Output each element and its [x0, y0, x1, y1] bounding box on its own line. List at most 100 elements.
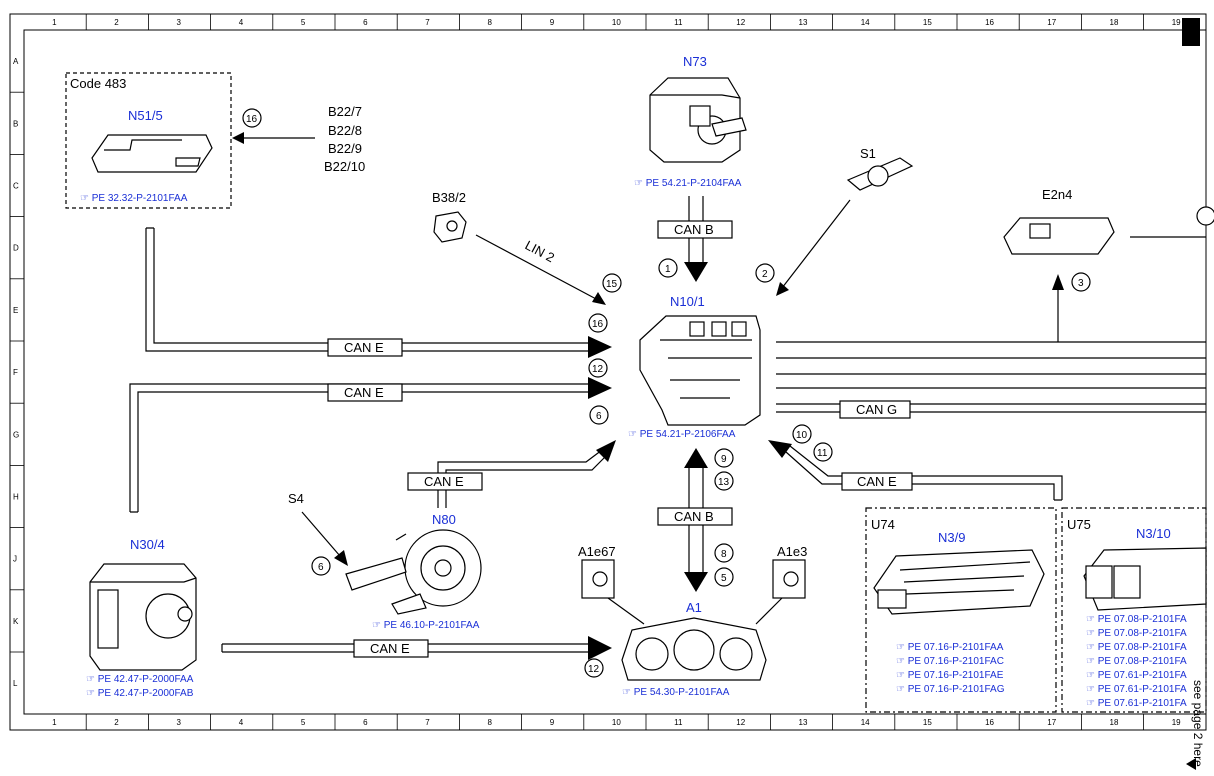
a1e3-lamp-symbol [783, 571, 799, 587]
n3-10-label: N3/10 [1136, 526, 1171, 541]
circle-1 [658, 258, 678, 278]
circle-6-s4 [311, 556, 331, 576]
can-e-5-label: CAN E [370, 641, 410, 656]
grid-col-label: 14 [861, 18, 870, 27]
can-e-2-wire [129, 383, 588, 513]
grid-row-label: F [13, 368, 18, 377]
grid-col-label: 6 [363, 18, 368, 27]
can-e-3-label: CAN E [424, 474, 464, 489]
can-g-box [839, 400, 911, 419]
circle-3-label: 3 [1078, 278, 1084, 289]
b22-item-1: B22/8 [328, 123, 362, 138]
grid-row-label: D [13, 244, 19, 253]
b22-item-2: B22/9 [328, 141, 362, 156]
can-e-2-label: CAN E [344, 385, 384, 400]
grid-row-label: G [13, 430, 19, 439]
grid-col-label: 5 [301, 18, 306, 27]
lin2-line [475, 234, 599, 301]
a1-ref: ☞ PE 54.30-P-2101FAA [622, 687, 730, 698]
grid-col-label: 14 [861, 718, 870, 727]
grid-col-label: 3 [177, 718, 182, 727]
can-e-5-box [353, 639, 429, 658]
circle-9 [714, 448, 734, 468]
grid-col-label: 9 [550, 718, 555, 727]
circle-8-label: 8 [721, 549, 727, 560]
n73-ref: ☞ PE 54.21-P-2104FAA [634, 178, 742, 189]
grid-col-label: 13 [799, 718, 808, 727]
n3-9-engine-ecu-icon [873, 549, 1045, 615]
a1e67-lamp-symbol [592, 571, 608, 587]
n80-label: N80 [432, 512, 456, 527]
s1-arrow-line [781, 199, 851, 289]
can-b-bottom-arrow-up [684, 448, 708, 468]
e2n4-offpage-circle [1196, 206, 1214, 226]
a1-label: A1 [686, 600, 702, 615]
n3-9-ref-3: ☞ PE 07.16-P-2101FAG [896, 684, 1005, 695]
n10-1-sam-module-icon [639, 315, 761, 426]
grid-col-label: 6 [363, 718, 368, 727]
grid-col-label: 16 [985, 718, 994, 727]
n80-ref: ☞ PE 46.10-P-2101FAA [372, 620, 480, 631]
circle-16 [588, 313, 608, 333]
can-b-bottom-arrow-down [684, 572, 708, 592]
grid-row-label: L [13, 679, 18, 688]
u75-code: U75 [1067, 517, 1091, 532]
grid-col-label: 10 [612, 718, 621, 727]
n3-10-ref-3: ☞ PE 07.08-P-2101FA [1086, 656, 1187, 667]
can-e-2-box [327, 383, 403, 402]
circle-11-label: 11 [817, 448, 828, 459]
grid-col-label: 7 [425, 18, 430, 27]
grid-row-label: K [13, 617, 19, 626]
e2n4-module-icon [1003, 217, 1115, 255]
a1-instrument-cluster-icon [621, 617, 767, 681]
grid-col-label: 9 [550, 18, 555, 27]
can-e-1-box [327, 338, 403, 357]
circle-5-label: 5 [721, 573, 727, 584]
circle-15-label: 15 [606, 279, 618, 290]
grid-col-label: 17 [1047, 718, 1056, 727]
u74-code: U74 [871, 517, 895, 532]
n3-9-ref-1: ☞ PE 07.16-P-2101FAC [896, 656, 1004, 667]
n3-9-label: N3/9 [938, 530, 965, 545]
grid-col-label: 19 [1172, 18, 1181, 27]
n3-10-ref-1: ☞ PE 07.08-P-2101FA [1086, 628, 1187, 639]
can-e-1-label: CAN E [344, 340, 384, 355]
grid-col-label: 19 [1172, 718, 1181, 727]
grid-col-label: 4 [239, 718, 244, 727]
grid-row-label: C [13, 182, 19, 191]
n3-9-ref-0: ☞ PE 07.16-P-2101FAA [896, 642, 1004, 653]
circle-15 [602, 273, 622, 293]
n30-4-abs-module-icon [89, 563, 197, 671]
can-e-2-arrowhead [588, 377, 612, 399]
grid-col-label: 16 [985, 18, 994, 27]
can-e-1-wire [145, 227, 588, 352]
grid-col-label: 1 [52, 18, 57, 27]
s1-switch-icon [846, 157, 914, 191]
can-b-top-label: CAN B [674, 222, 714, 237]
circle-6-s4-label: 6 [318, 562, 324, 573]
circle-12-bottom [584, 658, 604, 678]
grid-col-label: 11 [674, 18, 683, 27]
b22-arrowhead [232, 132, 244, 144]
u74-box [865, 507, 1057, 713]
n30-4-ref-1: ☞ PE 42.47-P-2000FAB [86, 688, 194, 699]
n80-steering-column-module-icon [345, 529, 482, 615]
n10-1-ref: ☞ PE 54.21-P-2106FAA [628, 429, 736, 440]
circle-5 [714, 567, 734, 587]
can-b-bottom-label: CAN B [674, 509, 714, 524]
s1-label: S1 [860, 146, 876, 161]
s4-arrow-line [301, 511, 341, 557]
e2n4-arrowhead [1052, 274, 1064, 290]
s4-label: S4 [288, 491, 304, 506]
grid-col-label: 18 [1110, 18, 1119, 27]
can-e-5-arrowhead [588, 636, 612, 660]
grid-col-label: 8 [488, 18, 493, 27]
can-e-3-box [407, 472, 483, 491]
n51-5-label: N51/5 [128, 108, 163, 123]
n51-5-code: Code 483 [70, 76, 126, 91]
can-e-4-arrowhead [768, 440, 792, 458]
a1e3-label: A1e3 [777, 544, 807, 559]
grid-col-label: 1 [52, 718, 57, 727]
grid-col-label: 15 [923, 18, 932, 27]
circle-10 [792, 424, 812, 444]
